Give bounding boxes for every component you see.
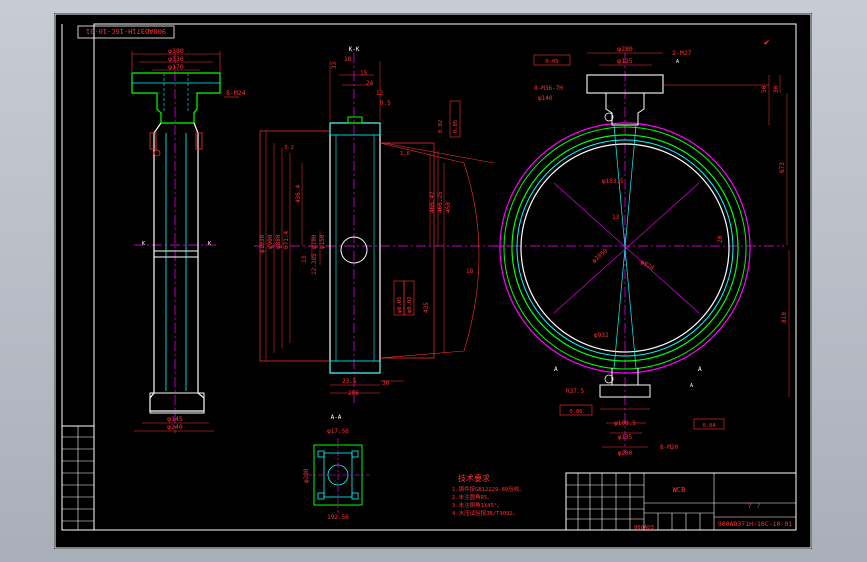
dim-435: 435 xyxy=(423,302,430,313)
binding-grid xyxy=(62,426,94,530)
dim-8-m24: 8-M24 xyxy=(226,89,246,97)
dim-30: 30 xyxy=(773,85,780,93)
dim-phi170: φ170 xyxy=(168,63,184,71)
tol-phi0-05: φ0.05 xyxy=(397,296,403,313)
rotated-drawing-number: 900AD371H-16C-10-01 xyxy=(86,27,166,35)
dim-20: 20 xyxy=(717,235,724,243)
dim-13: 13 xyxy=(301,255,308,263)
dim-673: 673 xyxy=(779,162,786,173)
dim-phi135: φ135 xyxy=(618,434,633,441)
tech-line-4: 4.水压试验按JB/T9092。 xyxy=(452,509,518,517)
cad-drawing: 900AD371H-16C-10-01 φ380 φ330 φ170 8-M24… xyxy=(54,13,812,549)
dim-206: 206 xyxy=(348,390,359,397)
dim-phi1050: φ1050 xyxy=(591,247,610,264)
bottom-small-label: 900AD3 xyxy=(634,525,654,531)
outer-border xyxy=(54,13,812,549)
technical-requirements: 技术要求 1.铸件按GB12229-89验收。 2.未注圆角R5。 3.未注倒角… xyxy=(452,473,525,517)
left-side-view: φ380 φ330 φ170 8-M24 φ145 φ240 K K xyxy=(131,47,246,433)
dim-436-4: 436.4 xyxy=(295,185,302,203)
right-front-view: φ280 2-M27 φ125 0.05 8-M36-7H φ140 50 30… xyxy=(494,45,790,457)
dim-phi200-aa: φ200 xyxy=(303,468,310,483)
section-a2: A xyxy=(690,383,693,389)
dim-phi380: φ380 xyxy=(168,47,184,55)
inner-border xyxy=(93,23,797,531)
dim-phi932: φ932 xyxy=(594,332,609,339)
dim-15: 15 xyxy=(360,70,368,77)
dim-phi280: φ280 xyxy=(617,45,633,53)
drawing-number: 900AD371H-16C-10-01 xyxy=(718,520,792,528)
dim-192-56: 192.56 xyxy=(327,514,349,521)
dim-phi125: φ125 xyxy=(617,57,633,65)
dim-phi108-5: φ108.5 xyxy=(614,420,636,427)
dim-450: 450 xyxy=(445,202,452,213)
dim-angle-18: 18 xyxy=(466,268,474,275)
dim-466-47: 466.47 xyxy=(429,191,436,213)
tol-0-02: 0.02 xyxy=(438,120,444,133)
section-a-left: A xyxy=(554,366,558,373)
dim-phi145: φ145 xyxy=(167,415,183,423)
tol-bottom-0-04: 0.04 xyxy=(702,423,716,429)
dim-phi200: φ200 xyxy=(618,450,633,457)
dim-810: 810 xyxy=(781,312,788,323)
tech-line-1: 1.铸件按GB12229-89验收。 xyxy=(452,485,525,493)
dim-2-m27: 2-M27 xyxy=(672,49,692,57)
dim-phi140: φ140 xyxy=(538,95,553,102)
dim-50: 50 xyxy=(761,85,768,93)
middle-section-kk: K-K 33 15 24 12 9.5 18 φ1030 φ900 φ880 6… xyxy=(254,46,514,403)
dim-33: 33 xyxy=(331,61,338,69)
tech-line-2: 2.未注圆角R5。 xyxy=(452,493,493,501)
scale-marks: ? ? xyxy=(748,502,761,510)
roughness-1-6: 1.6 xyxy=(400,151,410,157)
rotated-number-box xyxy=(77,25,175,39)
tol-bottom-0-06: 0.06 xyxy=(569,409,582,415)
dim-phi900: φ900 xyxy=(267,234,274,249)
title-block: WCB ? ? 900AD371H-16C-10-01 900AD3 xyxy=(565,472,797,531)
dim-phi240: φ240 xyxy=(167,423,183,431)
material-label: WCB xyxy=(673,486,686,494)
dim-phi100: φ100 xyxy=(311,234,318,249)
dim-9-5: 9.5 xyxy=(380,100,391,107)
section-mark-k-left: K xyxy=(142,241,145,247)
dim-671-4: 671.4 xyxy=(283,231,290,249)
dim-phi17-56: φ17.56 xyxy=(327,428,349,435)
drawing-sheet: 900AD371H-16C-10-01 φ380 φ330 φ170 8-M24… xyxy=(54,13,812,549)
dim-12-385: 12.385 xyxy=(311,253,318,275)
dim-466-25: 466.25 xyxy=(437,191,444,213)
tol-0-05: 0.05 xyxy=(453,120,459,133)
section-a-right: A xyxy=(698,366,702,373)
tech-line-3: 3.未注倒角1X45°。 xyxy=(452,501,503,509)
dim-30: 30 xyxy=(382,380,390,387)
section-mark-k-right: K xyxy=(208,241,211,247)
label-k-k: K-K xyxy=(349,46,360,53)
dim-18: 18 xyxy=(344,56,352,63)
dim-r37-5: R37.5 xyxy=(566,388,584,395)
dim-phi103-5: φ103.5 xyxy=(602,178,624,185)
tol-top-0-05: 0.05 xyxy=(545,59,558,65)
dim-phi150: φ150 xyxy=(319,234,326,249)
dim-23-5: 23.5 xyxy=(342,378,357,385)
dim-12: 12 xyxy=(376,90,384,97)
dim-8-m36: 8-M36-7H xyxy=(534,85,563,92)
dim-13: 13 xyxy=(612,214,620,221)
dim-phi330: φ330 xyxy=(168,55,184,63)
roughness-symbol: ✔ xyxy=(764,38,770,48)
label-a-a: A-A xyxy=(331,414,342,421)
dim-phi880: φ880 xyxy=(275,234,282,249)
dim-24: 24 xyxy=(366,80,374,87)
section-aa-view: A-A φ17.56 φ200 192.56 xyxy=(303,414,370,521)
section-a1: A xyxy=(676,59,679,65)
roughness-3-2: 3.2 xyxy=(284,145,294,151)
tech-title: 技术要求 xyxy=(458,473,490,483)
dim-phi824: φ824 xyxy=(639,259,655,272)
tol-phi0-02: φ0.02 xyxy=(407,296,413,313)
dim-phi1030: φ1030 xyxy=(259,235,266,253)
dim-8-m20: 8-M20 xyxy=(660,444,678,451)
